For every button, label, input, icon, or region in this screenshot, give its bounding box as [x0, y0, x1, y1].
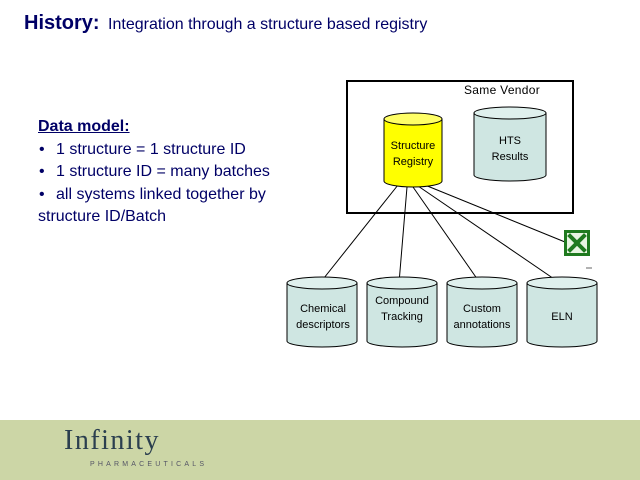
structure-registry-cylinder — [383, 112, 443, 188]
hts-results-label: HTS Results — [474, 133, 546, 165]
hts-results-cylinder — [473, 106, 547, 182]
structure-registry-label: Structure Registry — [384, 138, 442, 170]
connector-line — [412, 186, 481, 284]
compound-tracking-line1: Compound — [375, 295, 429, 307]
compound-tracking-line2: Tracking — [381, 311, 423, 323]
excel-icon — [564, 230, 590, 256]
data-model-bullet: all systems linked together by — [38, 184, 318, 207]
connector-line — [419, 182, 566, 243]
eln-label: ELN — [551, 311, 573, 323]
connector-line — [319, 184, 399, 284]
eln-cylinder — [526, 276, 598, 348]
data-model-bullet: 1 structure = 1 structure ID — [38, 139, 318, 162]
data-model-heading: Data model: — [38, 118, 130, 135]
hts-results-line1: HTS — [499, 135, 521, 147]
custom-annotations-line1: Custom — [463, 303, 501, 315]
structure-registry-line1: Structure — [390, 140, 436, 152]
same-vendor-box — [346, 80, 574, 214]
data-model-bullet: 1 structure ID = many batches — [38, 161, 318, 184]
data-model-list: 1 structure = 1 structure ID 1 structure… — [38, 139, 318, 207]
connector-line — [398, 186, 408, 284]
title-subtitle: Integration through a structure based re… — [108, 16, 428, 33]
compound-tracking-label: Compound Tracking — [366, 293, 438, 325]
hts-results-line2: Results — [491, 151, 529, 163]
title-main: History: — [24, 12, 100, 34]
custom-annotations-label: Custom annotations — [446, 301, 518, 333]
chemical-descriptors-line2: descriptors — [296, 319, 350, 331]
custom-annotations-cylinder — [446, 276, 518, 348]
data-model-continuation: structure ID/Batch — [38, 208, 167, 225]
slide-title: History: Integration through a structure… — [24, 12, 427, 35]
infinity-logo-text: Infinity — [64, 425, 160, 456]
compound-tracking-cylinder — [366, 276, 438, 348]
chemical-descriptors-cylinder — [286, 276, 358, 348]
chemical-descriptors-line1: Chemical — [300, 303, 346, 315]
connector-line — [417, 185, 561, 284]
same-vendor-label: Same Vendor — [464, 83, 541, 97]
data-model-section: Data model: 1 structure = 1 structure ID… — [38, 116, 318, 229]
infinity-logo-subtext: PHARMACEUTICALS — [90, 461, 208, 468]
structure-registry-line2: Registry — [392, 156, 434, 168]
chemical-descriptors-label: Chemical descriptors — [287, 301, 359, 333]
connector-lines — [319, 182, 566, 284]
footer-band — [0, 420, 640, 480]
custom-annotations-line2: annotations — [453, 319, 511, 331]
excel-x-glyph — [567, 233, 587, 253]
